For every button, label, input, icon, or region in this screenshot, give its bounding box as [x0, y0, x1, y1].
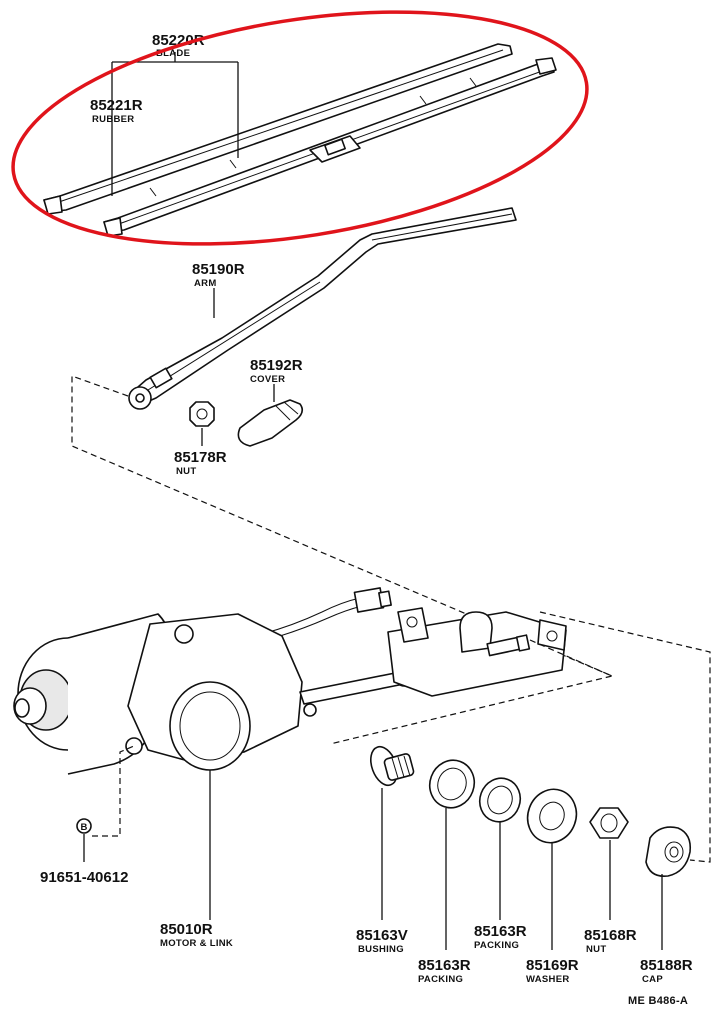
- washer-name: WASHER: [526, 974, 570, 985]
- cap-name: CAP: [642, 974, 663, 985]
- packing-b-name: PACKING: [474, 940, 519, 951]
- motor-name: MOTOR & LINK: [160, 938, 233, 949]
- pivot-nut[interactable]: [589, 807, 629, 839]
- washer[interactable]: [520, 782, 584, 849]
- cover-part-no: 85192R: [250, 357, 303, 374]
- packing-b[interactable]: [474, 772, 527, 827]
- bolt-marker: B: [81, 822, 88, 833]
- rubber-part-no: 85221R: [90, 97, 143, 114]
- packing-a-name: PACKING: [418, 974, 463, 985]
- assembly-line-arm: [71, 375, 613, 677]
- assembly-line-bolt: [92, 745, 135, 837]
- highlight-ellipse: [11, 10, 589, 246]
- cover-name: COVER: [250, 374, 285, 385]
- blade-part-no: 85220R: [152, 32, 205, 49]
- pivot-cap[interactable]: [645, 826, 692, 878]
- packing-a[interactable]: [423, 754, 481, 814]
- arm-name: ARM: [194, 278, 217, 289]
- assembly-line-cap: [539, 611, 711, 863]
- wiper-motor-and-link[interactable]: [13, 587, 567, 775]
- wiper-arm[interactable]: [128, 207, 517, 410]
- packing-b-part-no: 85163R: [474, 923, 527, 940]
- assembly-line-shaft: [329, 639, 614, 745]
- bushing[interactable]: [366, 743, 415, 789]
- arm-nut-name: NUT: [176, 466, 196, 477]
- cap-part-no: 85188R: [640, 957, 693, 974]
- figure-code: ME B486-A: [628, 995, 688, 1007]
- mounting-bolt[interactable]: B: [76, 818, 92, 834]
- blade-name: BLADE: [156, 48, 190, 59]
- packing-a-part-no: 85163R: [418, 957, 471, 974]
- washer-part-no: 85169R: [526, 957, 579, 974]
- bushing-name: BUSHING: [358, 944, 404, 955]
- arm-cover[interactable]: [237, 399, 304, 447]
- arm-part-no: 85190R: [192, 261, 245, 278]
- bushing-part-no: 85163V: [356, 927, 408, 944]
- arm-nut[interactable]: [189, 401, 215, 427]
- motor-part-no: 85010R: [160, 921, 213, 938]
- rubber-name: RUBBER: [92, 114, 134, 125]
- wiper-blade[interactable]: [43, 43, 557, 237]
- arm-nut-part-no: 85178R: [174, 449, 227, 466]
- bolt-part-no: 91651-40612: [40, 869, 128, 886]
- nut-part-no: 85168R: [584, 927, 637, 944]
- nut-name: NUT: [586, 944, 606, 955]
